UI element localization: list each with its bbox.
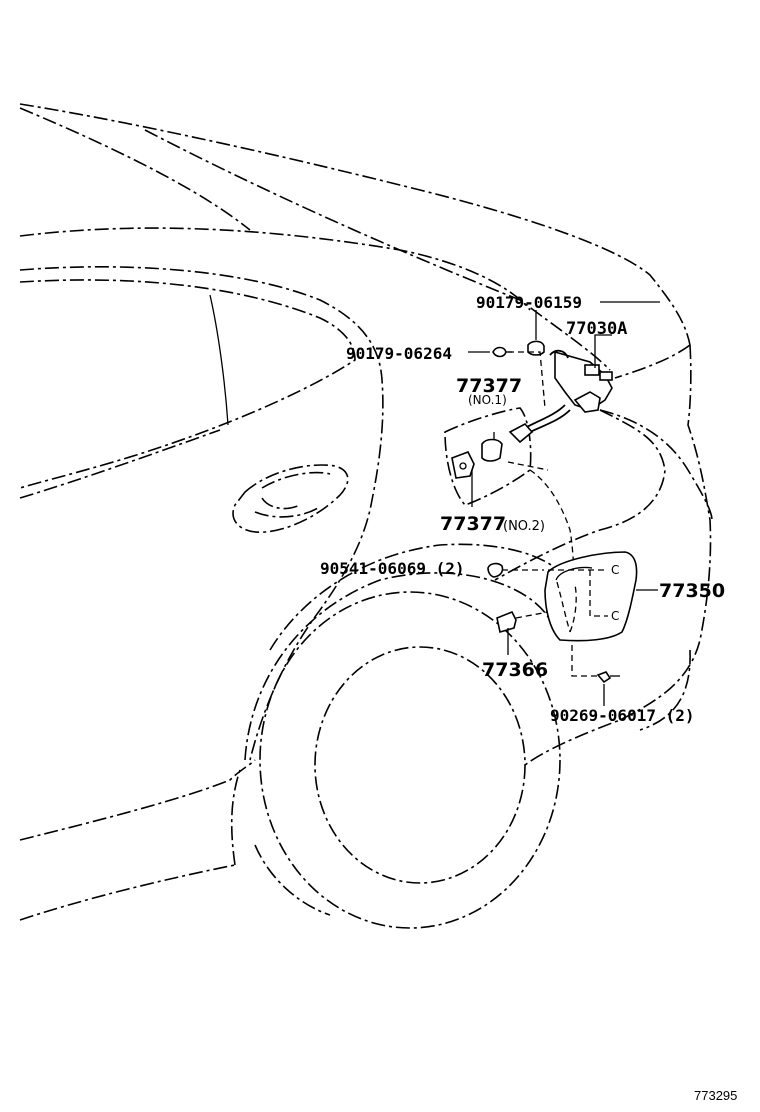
label-90179-06264: 90179-06264 xyxy=(346,344,452,363)
label-77377-no1-sub: (NO.1) xyxy=(468,393,507,407)
leader-lines xyxy=(468,301,660,706)
wheel-outline xyxy=(244,543,566,929)
cushion-77377-no2 xyxy=(451,450,475,479)
lock-actuator-77030A xyxy=(508,349,613,444)
label-90269-06017: 90269-06017 (2) xyxy=(550,706,695,725)
grommet-90179-06159 xyxy=(527,340,545,356)
label-77377-no2: 77377 xyxy=(440,513,506,535)
fuel-lid-77350 xyxy=(544,551,638,642)
cushion-77377-no1 xyxy=(481,438,503,462)
nut-90541-06069 xyxy=(487,562,504,578)
door-handle-outline xyxy=(232,464,349,533)
label-77366: 77366 xyxy=(482,659,548,681)
label-77030A: 77030A xyxy=(566,319,627,339)
label-90541-06069: 90541-06069 (2) xyxy=(320,559,465,578)
label-c-upper: C xyxy=(611,563,619,577)
label-77350: 77350 xyxy=(659,580,725,602)
label-77377-no2-sub: (NO.2) xyxy=(503,519,545,534)
label-77377-no1: 77377 xyxy=(456,375,522,397)
screw-90269-06017 xyxy=(596,671,620,684)
hinge-77366 xyxy=(496,610,517,634)
label-c-lower: C xyxy=(611,609,619,623)
reference-code: 773295 xyxy=(694,1088,737,1103)
car-body-outline xyxy=(19,103,713,921)
label-90179-06159: 90179-06159 xyxy=(476,293,582,312)
